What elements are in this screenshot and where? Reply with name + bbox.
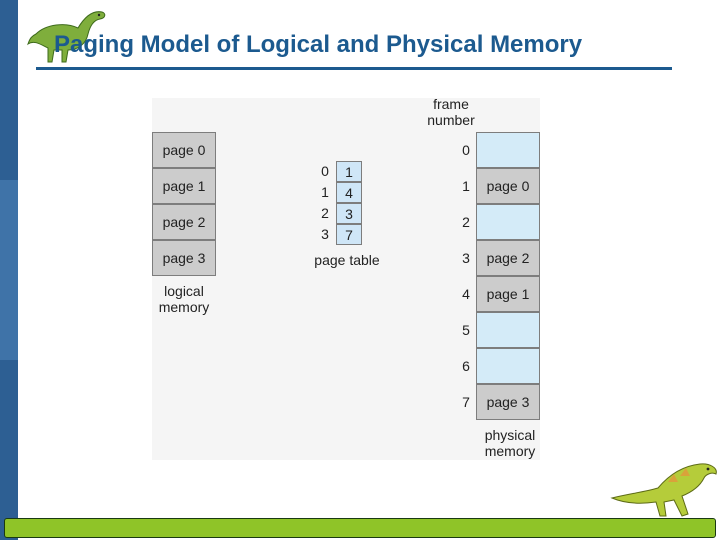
physical-frame-4: page 1 (476, 276, 540, 312)
logical-page-2: page 2 (152, 204, 216, 240)
figure-background (152, 98, 540, 460)
logical-page-3: page 3 (152, 240, 216, 276)
frame-number: 5 (462, 322, 470, 338)
frame-number: 7 (462, 394, 470, 410)
logical-memory-label-line: logical (164, 283, 204, 299)
sidebar-segment (0, 180, 18, 360)
slide-title: Paging Model of Logical and Physical Mem… (54, 31, 583, 58)
dinosaur-logo-icon (27, 11, 106, 63)
sidebar-segment (0, 360, 18, 540)
frame-number: 3 (462, 250, 470, 266)
logical-page-1: page 1 (152, 168, 216, 204)
frame-number-header: frame number (420, 96, 482, 128)
physical-memory-label-line: memory (484, 443, 536, 459)
physical-frame-7: page 3 (476, 384, 540, 420)
physical-memory-label: physical memory (476, 427, 544, 459)
physical-frame-6 (476, 348, 540, 384)
logical-memory-label-line: memory (158, 299, 210, 315)
physical-frame-3: page 2 (476, 240, 540, 276)
page-table-index: 3 (321, 226, 329, 242)
page-table-entry: 3 (336, 203, 362, 224)
page-table-index: 2 (321, 205, 329, 221)
page-table-index: 0 (321, 163, 329, 179)
page-table-label: page table (314, 252, 380, 268)
footer-bar (4, 518, 716, 538)
page-table-entry: 4 (336, 182, 362, 203)
page-table-index: 1 (321, 184, 329, 200)
sidebar-segment (0, 0, 18, 180)
physical-frame-1: page 0 (476, 168, 540, 204)
dinosaur-mascot-icon (610, 463, 717, 517)
logical-memory-label: logical memory (152, 283, 216, 315)
physical-frame-2 (476, 204, 540, 240)
physical-memory-label-line: physical (484, 427, 536, 443)
frame-number: 0 (462, 142, 470, 158)
frame-number: 4 (462, 286, 470, 302)
frame-number-header-line: frame (433, 96, 469, 112)
page-table-entry: 7 (336, 224, 362, 245)
title-underline (36, 67, 672, 70)
frame-number: 6 (462, 358, 470, 374)
page-table-entry: 1 (336, 161, 362, 182)
frame-number: 1 (462, 178, 470, 194)
frame-number: 2 (462, 214, 470, 230)
logical-page-0: page 0 (152, 132, 216, 168)
physical-frame-0 (476, 132, 540, 168)
physical-frame-5 (476, 312, 540, 348)
frame-number-header-line: number (427, 112, 475, 128)
sidebar (0, 0, 18, 540)
